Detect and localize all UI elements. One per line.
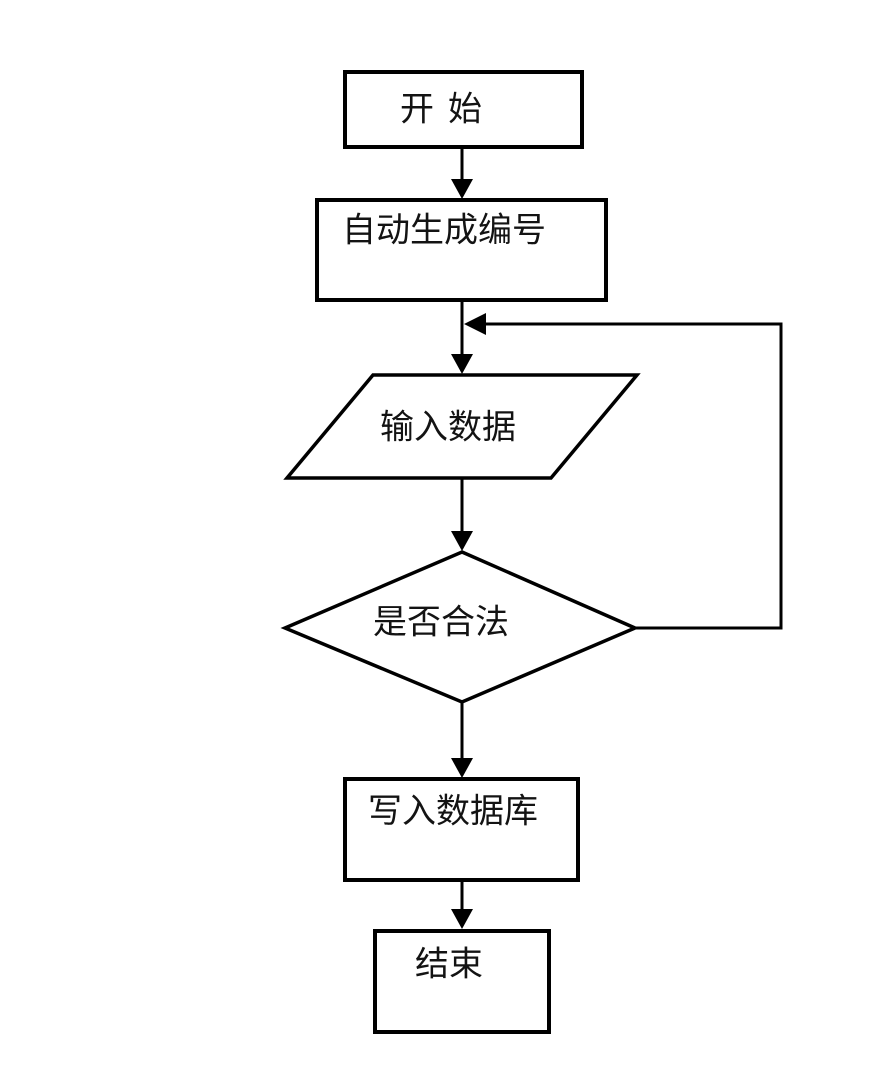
edge-input-data-to-is-valid	[451, 478, 473, 551]
edge-loop-line	[486, 322, 783, 630]
node-write-database: 写入数据库	[343, 777, 580, 882]
edge-is-valid-loop-back	[464, 313, 783, 630]
start-node-box	[343, 70, 584, 149]
edge-is-valid-to-write-database	[451, 702, 473, 778]
is-valid-node-box	[280, 550, 640, 704]
input-data-node-box	[283, 373, 641, 480]
node-start: 开始	[343, 70, 584, 149]
arrowhead-down-icon	[451, 354, 473, 374]
write-database-node-label: 写入数据库	[368, 793, 538, 831]
edge-auto-generate-id-to-input-data	[451, 300, 473, 374]
arrowhead-down-icon	[451, 909, 473, 929]
edge-write-database-to-end	[451, 880, 473, 929]
is-valid-node-label: 是否合法	[373, 604, 509, 642]
auto-generate-id-node-box	[315, 198, 608, 302]
node-end: 结束	[373, 929, 551, 1034]
node-is-valid: 是否合法	[280, 550, 640, 704]
arrowhead-down-icon	[451, 531, 473, 551]
arrowhead-down-icon	[451, 758, 473, 778]
node-input-data: 输入数据	[283, 373, 641, 480]
arrowhead-down-icon	[451, 179, 473, 199]
arrowhead-left-icon	[464, 313, 486, 335]
end-node-label: 结束	[415, 946, 483, 984]
auto-generate-id-node-label: 自动生成编号	[342, 212, 546, 250]
input-data-node-label: 输入数据	[380, 409, 516, 447]
edge-start-to-auto-generate-id	[451, 147, 473, 199]
end-node-box	[373, 929, 551, 1034]
write-database-node-box	[343, 777, 580, 882]
start-node-label: 开始	[400, 91, 496, 129]
node-auto-generate-id: 自动生成编号	[315, 198, 608, 302]
